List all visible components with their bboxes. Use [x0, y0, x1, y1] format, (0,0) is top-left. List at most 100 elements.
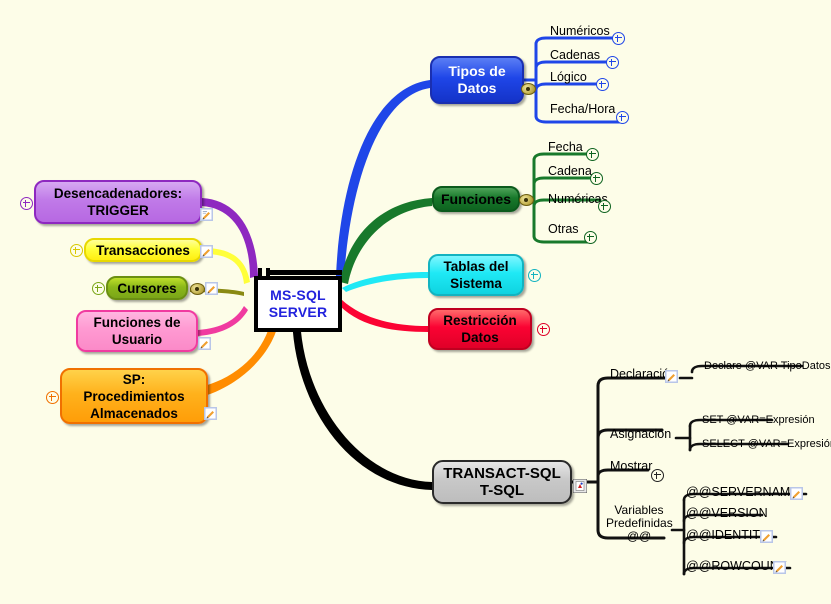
- central-node-clamp-bar: [268, 270, 342, 275]
- node-tablas-del-sistema[interactable]: Tablas del Sistema: [428, 254, 524, 296]
- leaf-select-var-expresion[interactable]: SELECT @VAR=Expresión: [700, 434, 831, 452]
- branch-line-restriccion: [340, 300, 428, 332]
- node-restriccion-datos-label-line2: Datos: [461, 330, 499, 345]
- plus-icon-cadena[interactable]: [590, 172, 603, 185]
- note-icon-cursores[interactable]: [205, 282, 218, 295]
- node-funciones-de-usuario-label-line2: Usuario: [111, 332, 163, 347]
- central-node-clamp-left: [258, 268, 262, 278]
- leaf-declare-var-tipodatos-label: Declare @VAR TipoDatos: [704, 360, 831, 372]
- leaf-asignacion-label: Asignación: [610, 427, 672, 441]
- node-funciones[interactable]: Funciones: [432, 186, 520, 212]
- leaf-fecha-hora[interactable]: Fecha/Hora: [548, 100, 616, 118]
- leaf-logico-label: Lógico: [550, 70, 587, 84]
- leaf-asignacion[interactable]: Asignación: [608, 425, 672, 443]
- plus-icon-mostrar[interactable]: [651, 469, 664, 482]
- node-tipos-de-datos-label-line1: Tipos de: [448, 63, 506, 79]
- node-sp-label-line2: Procedimientos: [83, 388, 185, 404]
- leaf-mostrar-label: Mostrar: [610, 459, 653, 473]
- note-icon-rowcount[interactable]: [773, 561, 786, 574]
- node-transacciones[interactable]: Transacciones: [84, 238, 202, 262]
- leaf-set-var-expresion[interactable]: SET @VAR=Expresión: [700, 410, 816, 428]
- plus-icon-cursores[interactable]: [92, 282, 105, 295]
- plus-icon-cadenas[interactable]: [606, 56, 619, 69]
- node-restriccion-datos-label-line1: Restricción: [443, 313, 517, 328]
- plus-icon-logico[interactable]: [596, 78, 609, 91]
- node-restriccion-datos[interactable]: Restricción Datos: [428, 308, 532, 350]
- branch-line-funciones: [340, 198, 432, 284]
- node-cursores[interactable]: Cursores: [106, 276, 188, 300]
- plus-icon-fecha-hora[interactable]: [616, 111, 629, 124]
- plus-icon-desencadenadores[interactable]: [20, 197, 33, 210]
- node-procedimientos-almacenados[interactable]: SP: Procedimientos Almacenados: [60, 368, 208, 424]
- branch-line-tablas: [342, 272, 428, 292]
- leaf-declare-var-tipodatos[interactable]: Declare @VAR TipoDatos: [702, 356, 831, 374]
- plus-icon-restriccion-datos[interactable]: [537, 323, 550, 336]
- node-funciones-de-usuario-label-line1: Funciones de: [93, 315, 181, 330]
- picture-icon-transact-sql[interactable]: [573, 479, 587, 493]
- leaf-logico[interactable]: Lógico: [548, 68, 588, 86]
- plus-icon-otras[interactable]: [584, 231, 597, 244]
- leaf-rowcount-label: @@ROWCOUNT: [686, 559, 787, 573]
- node-sp-label-line3: Almacenados: [90, 405, 178, 421]
- leaf-cadenas[interactable]: Cadenas: [548, 46, 601, 64]
- central-node-label-line1: MS-SQL: [270, 287, 326, 303]
- leaf-cadenas-label: Cadenas: [550, 48, 601, 62]
- leaf-fecha[interactable]: Fecha: [546, 138, 584, 156]
- note-icon-funciones-de-usuario[interactable]: [198, 337, 211, 350]
- leaf-select-var-expresion-label: SELECT @VAR=Expresión: [702, 438, 831, 450]
- leaf-variables-predefinidas[interactable]: Variables Predefinidas @@: [606, 504, 673, 543]
- note-icon-servername[interactable]: [790, 487, 803, 500]
- central-node-label-line2: SERVER: [268, 304, 328, 320]
- bead-marker-funciones[interactable]: [519, 194, 534, 206]
- node-transacciones-label: Transacciones: [96, 242, 190, 258]
- leaf-version-label: @@VERSION: [686, 506, 768, 520]
- leaf-otras-label: Otras: [548, 222, 579, 236]
- node-desencadenadores-label-line2: TRIGGER: [87, 203, 149, 218]
- note-icon-transacciones[interactable]: [200, 245, 213, 258]
- node-cursores-label: Cursores: [117, 280, 177, 296]
- leaf-mostrar[interactable]: Mostrar: [608, 457, 653, 475]
- plus-icon-fecha[interactable]: [586, 148, 599, 161]
- leaf-identity[interactable]: @@IDENTITY: [684, 526, 769, 544]
- leaf-fecha-label: Fecha: [548, 140, 583, 154]
- bead-marker-tipos-de-datos[interactable]: [521, 83, 536, 95]
- node-tipos-de-datos[interactable]: Tipos de Datos: [430, 56, 524, 104]
- bead-marker-cursores[interactable]: [190, 283, 205, 295]
- leaf-servername[interactable]: @@SERVERNAME: [684, 483, 800, 501]
- plus-icon-procedimientos-almacenados[interactable]: [46, 391, 59, 404]
- node-sp-label-line1: SP:: [122, 371, 146, 387]
- note-icon-declaracion[interactable]: [665, 370, 678, 383]
- leaf-cadena-label: Cadena: [548, 164, 592, 178]
- leaf-numericos[interactable]: Numéricos: [548, 22, 611, 40]
- leaf-identity-label: @@IDENTITY: [686, 528, 769, 542]
- leaf-rowcount[interactable]: @@ROWCOUNT: [684, 557, 787, 575]
- node-funciones-de-usuario[interactable]: Funciones de Usuario: [76, 310, 198, 352]
- node-funciones-label: Funciones: [440, 190, 511, 207]
- plus-icon-tablas-del-sistema[interactable]: [528, 269, 541, 282]
- note-icon-procedimientos-almacenados[interactable]: [204, 407, 217, 420]
- node-tipos-de-datos-label-line2: Datos: [457, 80, 497, 96]
- plus-icon-numericas[interactable]: [598, 200, 611, 213]
- leaf-set-var-expresion-label: SET @VAR=Expresión: [702, 414, 815, 426]
- branch-line-tipos-de-datos: [336, 80, 430, 278]
- note-icon-desencadenadores[interactable]: [200, 208, 213, 221]
- node-desencadenadores-trigger[interactable]: Desencadenadores: TRIGGER: [34, 180, 202, 224]
- leaf-cadena[interactable]: Cadena: [546, 162, 593, 180]
- central-node[interactable]: MS-SQL SERVER: [254, 276, 342, 332]
- note-icon-identity[interactable]: [760, 530, 773, 543]
- leaf-otras[interactable]: Otras: [546, 220, 580, 238]
- node-tablas-del-sistema-label-line1: Tablas del: [443, 259, 509, 274]
- node-transact-sql[interactable]: TRANSACT-SQL T-SQL: [432, 460, 572, 504]
- node-transact-sql-label-line1: TRANSACT-SQL: [443, 465, 561, 482]
- plus-icon-transacciones[interactable]: [70, 244, 83, 257]
- branch-line-funciones-usuario: [198, 306, 248, 336]
- node-desencadenadores-label-line1: Desencadenadores:: [53, 186, 183, 201]
- leaf-version[interactable]: @@VERSION: [684, 504, 769, 522]
- leaf-variables-predefinidas-line2: Predefinidas: [606, 516, 673, 530]
- plus-icon-numericos[interactable]: [612, 32, 625, 45]
- branch-line-transact-sql: [292, 312, 432, 490]
- leaf-variables-predefinidas-line3: @@: [626, 529, 652, 543]
- node-transact-sql-label-line2: T-SQL: [479, 482, 525, 499]
- leaf-servername-label: @@SERVERNAME: [686, 485, 799, 499]
